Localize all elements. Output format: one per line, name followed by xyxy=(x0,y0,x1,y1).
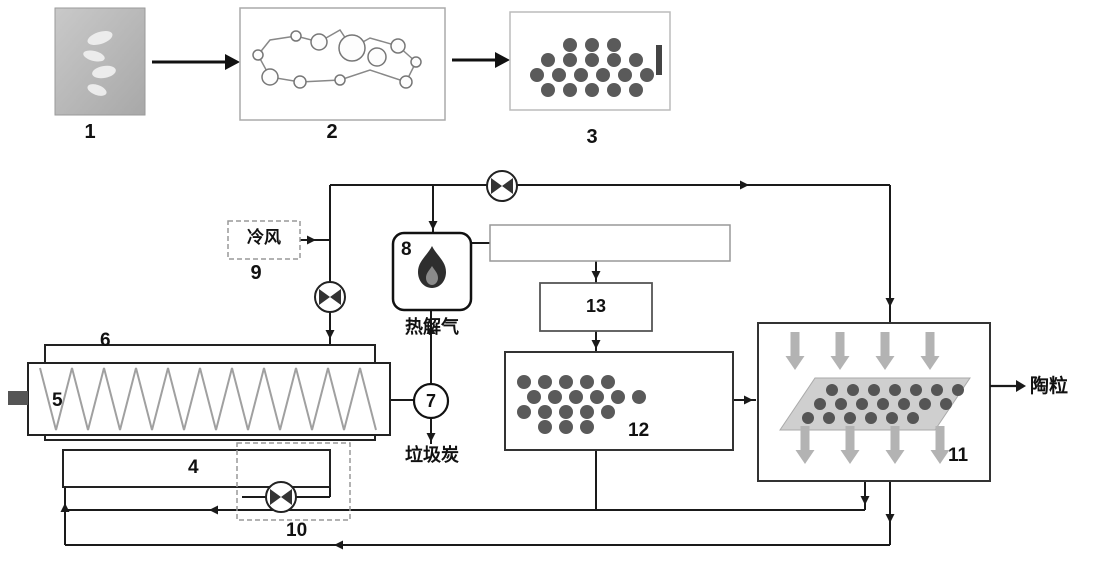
sintering-box-11 xyxy=(757,322,991,482)
stage-label-2: 2 xyxy=(326,121,338,143)
component-label-11: 11 xyxy=(948,445,969,466)
discharge-node-7 xyxy=(412,382,450,420)
component-label-9: 9 xyxy=(250,262,262,284)
component-label-10: 10 xyxy=(286,520,308,541)
stage-label-1: 1 xyxy=(84,121,96,143)
pellet-dots-plate xyxy=(802,384,964,424)
screw-dryer-box-5 xyxy=(8,362,391,436)
product-outlet-arrow xyxy=(990,380,1026,392)
pump-icon-top xyxy=(486,170,518,202)
ceramsite-label: 陶粒 xyxy=(1030,376,1069,397)
flow-direction-arrows xyxy=(60,180,895,550)
component-label-8: 8 xyxy=(401,239,412,260)
cold-air-box-9 xyxy=(227,220,301,260)
waste-char-label: 垃圾炭 xyxy=(405,445,459,465)
stage-label-3: 3 xyxy=(586,126,598,148)
component-label-12: 12 xyxy=(628,420,650,441)
flame-icon xyxy=(418,246,446,288)
recirc-pump-box-10 xyxy=(236,442,351,521)
combustor-box-8 xyxy=(391,231,473,312)
feed-inlet-stub xyxy=(8,391,28,405)
component-label-7: 7 xyxy=(425,391,436,411)
component-label-4: 4 xyxy=(188,457,199,478)
stage2-to-stage3-arrow xyxy=(452,52,510,68)
component-label-6: 6 xyxy=(100,330,111,351)
pump-icon-coldair xyxy=(314,281,346,313)
pyrolysis-gas-label: 热解气 xyxy=(405,317,459,337)
stage1-to-stage2-arrow xyxy=(152,54,240,70)
stage1-raw-material-photo xyxy=(54,7,146,116)
cold-air-label: 冷风 xyxy=(247,228,281,247)
condenser-box xyxy=(489,224,731,262)
screw-zigzag xyxy=(39,367,377,431)
component-label-13: 13 xyxy=(585,296,607,316)
pellet-chamber-box-12 xyxy=(504,351,734,451)
granulator-box-13 xyxy=(539,282,653,332)
air-duct-box-4 xyxy=(62,449,331,488)
pellet-dots-12 xyxy=(517,375,646,434)
stage2-floc-outline xyxy=(239,7,446,121)
pump-icon-recirc xyxy=(265,481,297,513)
scale-bar xyxy=(656,45,662,75)
stage3-pellets xyxy=(509,11,671,111)
component-label-5: 5 xyxy=(52,390,63,411)
